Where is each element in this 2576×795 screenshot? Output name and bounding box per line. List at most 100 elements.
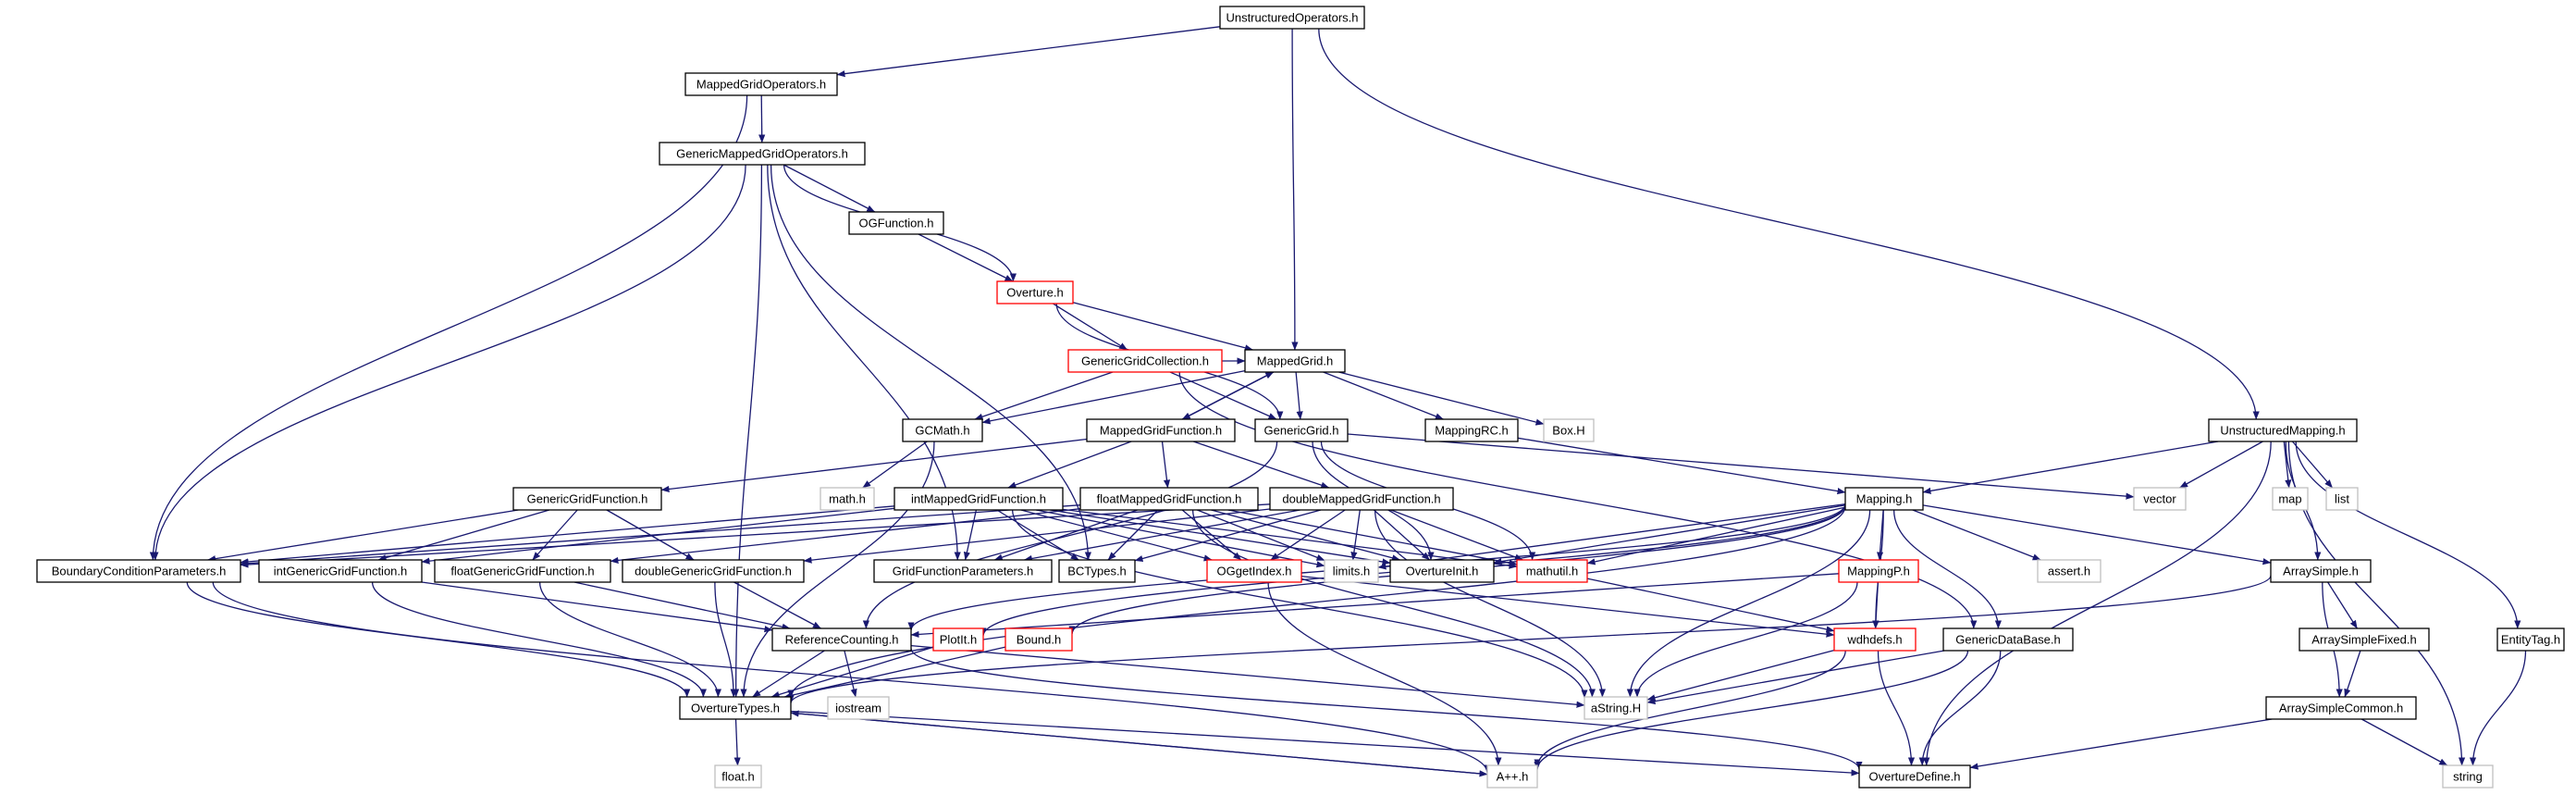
node-label-assert: assert.h	[2048, 565, 2090, 578]
edge-genericgridcollection-to-genericgrid	[1169, 371, 1277, 420]
node-gridfunctionparameters[interactable]: GridFunctionParameters.h	[873, 559, 1053, 583]
node-genericgrid[interactable]: GenericGrid.h	[1254, 418, 1349, 442]
node-label-intgenericgridfunction: intGenericGridFunction.h	[274, 565, 408, 578]
edge-ogfunction-to-overture	[918, 233, 1014, 282]
node-intmappedgridfunction[interactable]: intMappedGridFunction.h	[894, 487, 1064, 511]
node-mappedgrid[interactable]: MappedGrid.h	[1244, 349, 1346, 373]
node-mathutil[interactable]: mathutil.h	[1516, 559, 1588, 583]
edge-doublemappedgridfunction-to-boundaryconditionparameters	[240, 503, 1271, 568]
node-arraysimplefixed[interactable]: ArraySimpleFixed.h	[2299, 627, 2430, 652]
node-label-unstructuredoperators: UnstructuredOperators.h	[1226, 11, 1358, 25]
node-box: Box.H	[1543, 418, 1595, 442]
node-plotit[interactable]: PlotIt.h	[932, 627, 984, 652]
node-box-overturetypes	[679, 696, 792, 720]
node-overtureinit[interactable]: OvertureInit.h	[1389, 559, 1495, 583]
node-gcmath[interactable]: GCMath.h	[902, 418, 983, 442]
node-label-bctypes: BCTypes.h	[1067, 565, 1127, 578]
node-doublegenericgridfunction[interactable]: doubleGenericGridFunction.h	[622, 559, 805, 583]
node-unstructuredmapping[interactable]: UnstructuredMapping.h	[2208, 418, 2358, 442]
node-referencecounting[interactable]: ReferenceCounting.h	[771, 627, 912, 652]
edge-intgenericgridfunction-to-referencecounting	[421, 581, 773, 633]
edge-mappedgridoperators-to-genericmappedgridoperators	[758, 94, 766, 143]
node-box-plotit	[932, 627, 984, 652]
edge-mappedgridoperators-to-boundaryconditionparameters	[149, 94, 748, 561]
node-label-arraysimplefixed: ArraySimpleFixed.h	[2311, 633, 2416, 647]
edge-genericmappedgridoperators-to-bctypes	[770, 164, 1091, 561]
node-box-arraysimplecommon	[2265, 696, 2417, 720]
node-arraysimple[interactable]: ArraySimple.h	[2270, 559, 2372, 583]
node-iostream: iostream	[827, 696, 890, 720]
node-boundaryconditionparameters[interactable]: BoundaryConditionParameters.h	[36, 559, 241, 583]
node-label-genericgridfunction: GenericGridFunction.h	[527, 492, 648, 506]
node-overturedefine[interactable]: OvertureDefine.h	[1858, 764, 1971, 789]
node-wdhdefs[interactable]: wdhdefs.h	[1833, 627, 1917, 652]
edge-gcmath-to-overturetypes	[740, 441, 935, 698]
node-astring: aString.H	[1584, 696, 1648, 720]
node-box-overtureinit	[1389, 559, 1495, 583]
node-overture[interactable]: Overture.h	[996, 280, 1074, 304]
node-box-bound	[1005, 627, 1073, 652]
node-ogetindex[interactable]: OGgetIndex.h	[1206, 559, 1302, 583]
node-ogfunction[interactable]: OGFunction.h	[848, 211, 944, 235]
node-label-boundaryconditionparameters: BoundaryConditionParameters.h	[52, 565, 227, 578]
node-floatgenericgridfunction[interactable]: floatGenericGridFunction.h	[434, 559, 611, 583]
node-box-mappedgrid	[1244, 349, 1346, 373]
node-unstructuredoperators[interactable]: UnstructuredOperators.h	[1219, 6, 1365, 30]
edge-wdhdefs-to-astring	[1646, 649, 1835, 702]
node-genericmappedgridoperators[interactable]: GenericMappedGridOperators.h	[659, 142, 866, 166]
node-mappingrc[interactable]: MappingRC.h	[1424, 418, 1519, 442]
node-doublemappedgridfunction[interactable]: doubleMappedGridFunction.h	[1269, 487, 1454, 511]
node-label-ogetindex: OGgetIndex.h	[1217, 565, 1292, 578]
node-label-mapping: Mapping.h	[1856, 492, 1913, 506]
edge-app-to-overturetypes	[790, 710, 1488, 776]
node-label-arraysimplecommon: ArraySimpleCommon.h	[2279, 702, 2403, 715]
node-bound[interactable]: Bound.h	[1005, 627, 1073, 652]
node-mappingp[interactable]: MappingP.h	[1838, 559, 1919, 583]
edge-doublemappedgridfunction-to-mathutil	[1390, 509, 1523, 561]
node-genericgridcollection[interactable]: GenericGridCollection.h	[1067, 349, 1223, 373]
edge-mappedgridfunction-to-mappedgrid	[1181, 371, 1275, 420]
node-floatmappedgridfunction[interactable]: floatMappedGridFunction.h	[1079, 487, 1259, 511]
node-label-gridfunctionparameters: GridFunctionParameters.h	[893, 565, 1033, 578]
node-box-math	[820, 487, 875, 511]
node-bctypes[interactable]: BCTypes.h	[1058, 559, 1136, 583]
edge-doublemappedgridfunction-to-astring	[1374, 509, 1606, 698]
node-box-iostream	[827, 696, 890, 720]
edge-intmappedgridfunction-to-ogetindex	[1020, 509, 1213, 562]
edge-overturetypes-to-float	[733, 718, 741, 766]
edge-doublemappedgridfunction-to-gridfunctionparameters	[1023, 509, 1300, 563]
node-genericgridfunction[interactable]: GenericGridFunction.h	[512, 487, 662, 511]
node-label-math: math.h	[829, 492, 866, 506]
node-box-overture	[996, 280, 1074, 304]
edge-mapping-to-genericdatabase	[1892, 509, 2002, 629]
node-entitytag[interactable]: EntityTag.h	[2496, 627, 2565, 652]
edge-arraysimple-to-arraysimplefixed	[2327, 581, 2358, 629]
node-arraysimplecommon[interactable]: ArraySimpleCommon.h	[2265, 696, 2417, 720]
node-label-overturetypes: OvertureTypes.h	[691, 702, 780, 715]
node-label-entitytag: EntityTag.h	[2501, 633, 2560, 647]
node-label-intmappedgridfunction: intMappedGridFunction.h	[911, 492, 1046, 506]
node-mappedgridoperators[interactable]: MappedGridOperators.h	[684, 72, 838, 96]
node-mappedgridfunction[interactable]: MappedGridFunction.h	[1086, 418, 1236, 442]
node-box-app	[1486, 764, 1538, 789]
edge-unstructuredmapping-to-overturedefine	[1923, 441, 2272, 766]
edge-floatmappedgridfunction-to-gridfunctionparameters	[993, 509, 1138, 561]
node-label-unstructuredmapping: UnstructuredMapping.h	[2220, 424, 2345, 438]
node-box-intmappedgridfunction	[894, 487, 1064, 511]
edge-wdhdefs-to-overturedefine	[1877, 650, 1916, 766]
node-box-map	[2272, 487, 2309, 511]
node-label-mappedgridfunction: MappedGridFunction.h	[1100, 424, 1222, 438]
edge-overture-to-mappedgrid	[1072, 302, 1253, 352]
edge-intmappedgridfunction-to-gridfunctionparameters	[963, 509, 978, 561]
edge-mathutil-to-wdhdefs	[1586, 578, 1835, 633]
node-overturetypes[interactable]: OvertureTypes.h	[679, 696, 792, 720]
edge-referencecounting-to-overturetypes	[752, 650, 825, 698]
node-mapping[interactable]: Mapping.h	[1844, 487, 1924, 511]
edge-doublemappedgridfunction-to-doublegenericgridfunction	[803, 508, 1271, 564]
node-label-astring: aString.H	[1591, 702, 1641, 715]
edge-floatmappedgridfunction-to-floatgenericgridfunction	[610, 508, 1081, 565]
edge-genericdatabase-to-astring	[1646, 650, 1945, 705]
node-intgenericgridfunction[interactable]: intGenericGridFunction.h	[258, 559, 423, 583]
edge-referencecounting-to-astring	[910, 644, 1585, 708]
node-genericdatabase[interactable]: GenericDataBase.h	[1942, 627, 2074, 652]
